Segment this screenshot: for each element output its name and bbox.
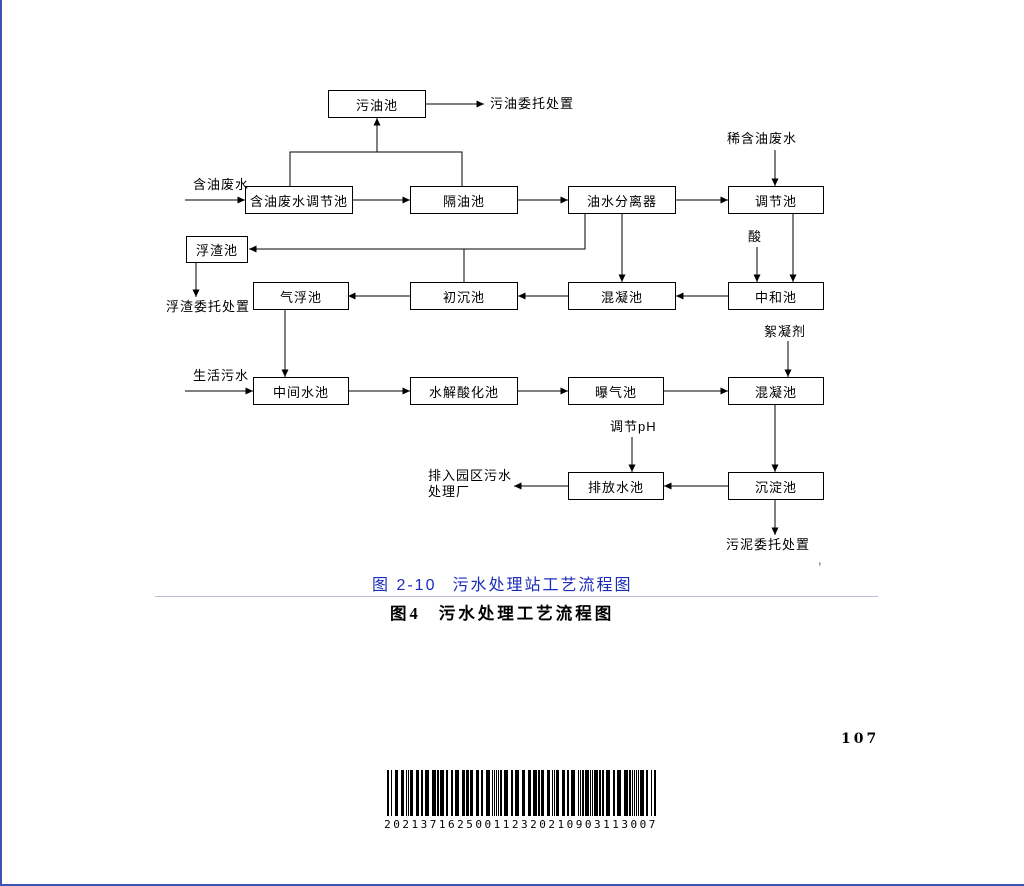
barcode-number: 202137162500112320210903113007 — [384, 818, 658, 831]
label-scum-disposal: 浮渣委托处置 — [166, 299, 251, 314]
line-oil-collector — [289, 151, 463, 186]
box-sedimentation: 沉淀池 — [728, 472, 824, 500]
box-aeration: 曝气池 — [568, 377, 664, 405]
box-oil-water-separator: 油水分离器 — [568, 186, 676, 214]
box-discharge-pool: 排放水池 — [568, 472, 664, 500]
label-oily-wastewater-in: 含油废水 — [193, 177, 250, 192]
arrow-scum-to-scumpool — [249, 214, 586, 253]
label-dilute-oily: 稀含油废水 — [727, 131, 798, 146]
page-left-border-line — [0, 0, 2, 886]
label-oil-disposal: 污油委托处置 — [490, 96, 575, 111]
box-intermediate: 中间水池 — [253, 377, 349, 405]
label-flocculant: 絮凝剂 — [764, 324, 807, 339]
barcode-bars — [374, 770, 668, 816]
separator-line — [155, 596, 878, 597]
box-scum-pool: 浮渣池 — [186, 236, 248, 263]
box-oil-sump: 污油池 — [328, 90, 426, 118]
box-coagulation-2: 混凝池 — [728, 377, 824, 405]
label-sludge-disposal: 污泥委托处置 — [726, 537, 811, 552]
box-air-flotation: 气浮池 — [253, 282, 349, 310]
box-primary-sedimentation: 初沉池 — [410, 282, 518, 310]
figure-caption-blue-label: 图 2-10 — [372, 577, 437, 594]
label-to-park-plant: 排入园区污水 处理厂 — [428, 468, 512, 500]
label-acid: 酸 — [748, 229, 763, 244]
box-regulating: 调节池 — [728, 186, 824, 214]
figure-caption-black-title: 污水处理工艺流程图 — [438, 604, 615, 623]
stray-mark: , — [818, 552, 822, 567]
barcode: 202137162500112320210903113007 — [374, 770, 668, 831]
page-number: 107 — [841, 731, 880, 747]
figure-caption-blue-title: 污水处理站工艺流程图 — [452, 577, 633, 594]
box-oily-regulating: 含油废水调节池 — [245, 186, 353, 214]
page-bottom-border-line — [0, 884, 1024, 886]
box-neutralization: 中和池 — [728, 282, 824, 310]
label-adjust-ph: 调节pH — [610, 419, 657, 434]
figure-caption-blue: 图 2-10 污水处理站工艺流程图 — [372, 571, 633, 595]
label-domestic-sewage-in: 生活污水 — [193, 368, 250, 383]
box-oil-trap: 隔油池 — [410, 186, 518, 214]
box-coagulation-1: 混凝池 — [568, 282, 676, 310]
figure-caption-black: 图4 污水处理工艺流程图 — [390, 600, 614, 624]
label-to-park-plant-line2: 处理厂 — [428, 484, 471, 499]
box-hydrolysis: 水解酸化池 — [410, 377, 518, 405]
figure-caption-black-label: 图4 — [390, 604, 421, 623]
label-to-park-plant-line1: 排入园区污水 — [428, 468, 513, 483]
